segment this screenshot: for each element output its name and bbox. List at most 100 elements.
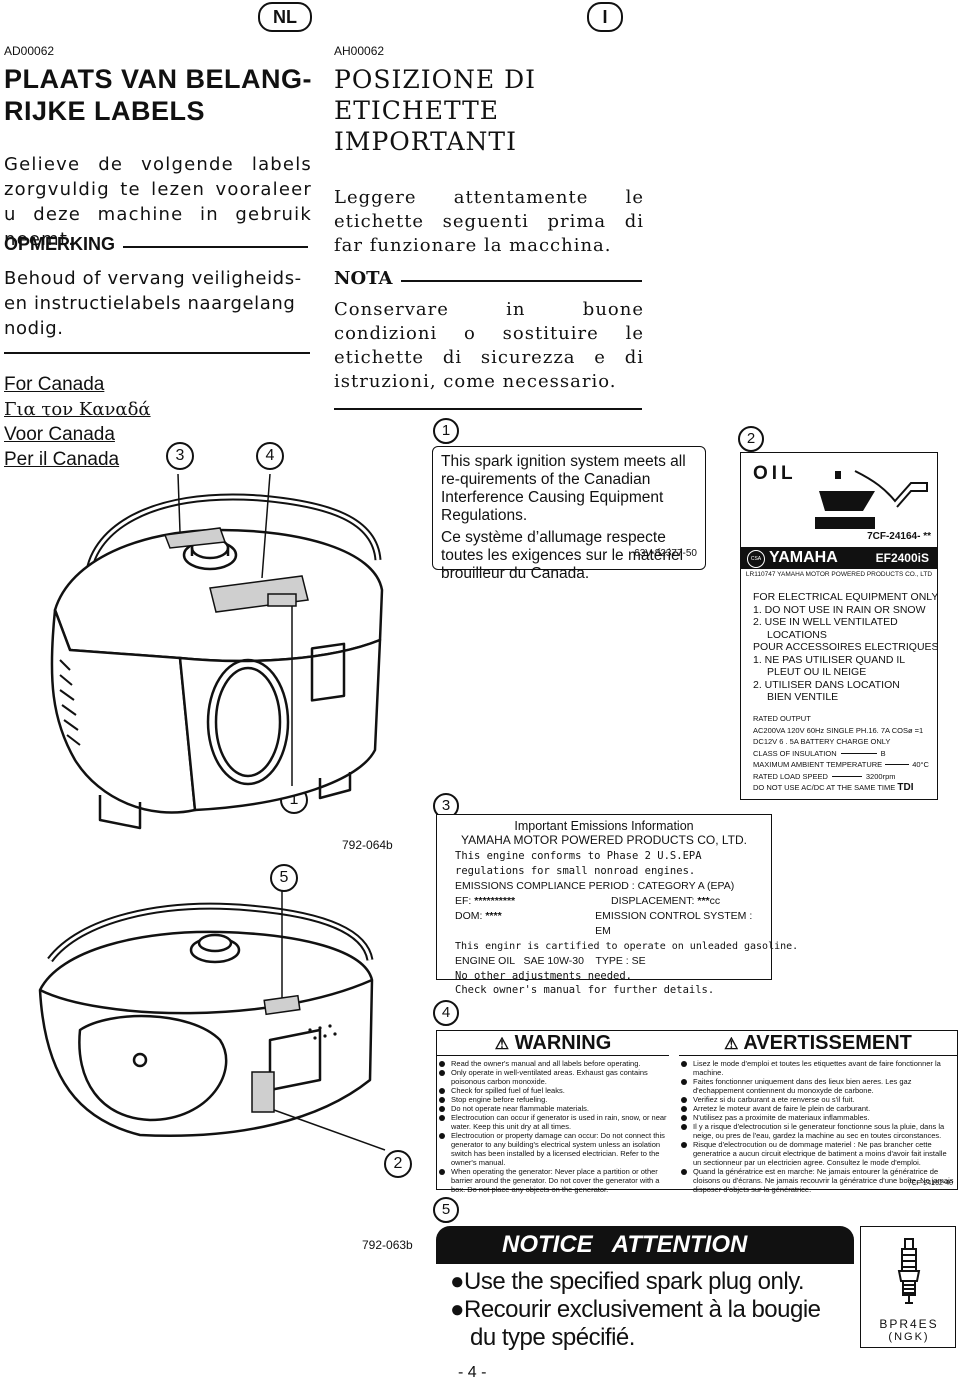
label-3-disp-unit: cc: [709, 895, 721, 907]
csa-logo-icon: CSA: [747, 550, 765, 568]
label-3-manual: Check owner's manual for further details…: [455, 984, 715, 996]
label-4-en-item: When operating the generator: Never plac…: [437, 1167, 669, 1194]
label-3-title: Important Emissions Information: [514, 819, 694, 833]
figure-code-bottom: 792-063b: [362, 1238, 413, 1252]
nl-title-line-1: PLAATS VAN BELANG-: [4, 64, 312, 94]
nl-section-title: PLAATS VAN BELANG- RIJKE LABELS: [4, 63, 314, 127]
label-2-line-3: 2. USE IN WELL VENTILATED: [753, 616, 898, 628]
label-1-code: 63V-82377-50: [634, 548, 697, 559]
label-2-dc: DC12V 6 . 5A BATTERY CHARGE ONLY: [753, 737, 891, 746]
label-2-line-8: 2. UTILISER DANS LOCATION: [753, 678, 900, 691]
label-2-class-value: B: [880, 748, 886, 758]
label-4-en-item: Stop engine before refueling.: [437, 1095, 669, 1104]
callout-3-top: 3: [166, 442, 194, 470]
bullet-icon: ●: [450, 1296, 465, 1323]
lang-marker-it: I: [587, 2, 623, 32]
canada-it: Per il Canada: [4, 449, 120, 470]
label-3-ef-value: **********: [474, 895, 516, 907]
it-section-title: POSIZIONE DI ETICHETTE IMPORTANTI: [334, 64, 634, 157]
label-2-speed-text: RATED LOAD SPEED: [753, 771, 828, 781]
canada-el: Για τον Καναδά: [4, 399, 151, 420]
label-4-fr-item: Lisez le mode d'emploi et toutes les eti…: [679, 1059, 955, 1077]
label-4-en-item: Check for spilled fuel of fuel leaks.: [437, 1086, 669, 1095]
label-4-en-item: Only operate in well-ventilated areas. E…: [437, 1068, 669, 1086]
label-2-line-2: 1. DO NOT USE IN RAIN OR SNOW: [753, 603, 926, 616]
label-3-adjust: No other adjustments needed.: [455, 970, 633, 982]
label-2-banner: CSA YAMAHA EF2400iS: [741, 547, 937, 569]
it-title-line-2: ETICHETTE: [334, 96, 500, 125]
label-4-fr-item: Il y a risque d'electrocution si le gene…: [679, 1122, 955, 1140]
figure-code-top: 792-064b: [342, 838, 393, 852]
label-2-oil: OIL: [753, 463, 797, 484]
label-3-dom-label: DOM:: [455, 910, 483, 922]
label-3-disp-value: ***: [697, 895, 710, 907]
nl-divider: [4, 352, 310, 354]
label-2-lr: LR110747 YAMAHA MOTOR POWERED PRODUCTS C…: [745, 571, 933, 578]
label-2-tdi: TDI: [897, 782, 914, 793]
label-3-emissions: EMISSIONS COMPLIANCE PERIOD : CATEGORY A…: [455, 880, 735, 892]
canada-en: For Canada: [4, 374, 105, 395]
warning-triangle-icon: ⚠: [724, 1036, 739, 1053]
label-3-disp-label: DISPLACEMENT:: [611, 895, 695, 907]
label-4-warning: ⚠ WARNING ⚠ AVERTISSEMENT Read the owner…: [436, 1030, 958, 1194]
label-2-line-5: POUR ACCESSOIRES ELECTRIQUES: [753, 641, 939, 653]
callout-2-label: 2: [738, 426, 764, 452]
label-3-oil: ENGINE OIL SAE 10W-30 TYPE : SE: [455, 955, 646, 967]
label-2-brand: YAMAHA: [769, 549, 838, 566]
label-4-fr-item: N'utilisez pas a proximite de materiaux …: [679, 1113, 955, 1122]
label-1-interference: This spark ignition system meets all re-…: [432, 446, 706, 582]
canada-nl: Voor Canada: [4, 424, 115, 445]
it-title-line-3: IMPORTANTI: [334, 127, 517, 156]
label-4-fr-item: Quand la génératrice est en marche: Ne j…: [679, 1167, 955, 1194]
generator-illustration-top: [50, 473, 384, 830]
it-title-line-1: POSIZIONE DI: [334, 65, 537, 94]
label-2-rating: OIL 7CF-24164- ** CSA YAMAHA EF2400iS LR…: [740, 452, 939, 800]
it-note-heading: NOTA: [334, 268, 642, 289]
label-2-line-7: PLEUT OU IL NEIGE: [767, 666, 867, 678]
label-5-line-2: ●Recourir exclusivement à la bougie: [450, 1296, 821, 1324]
label-2-acdc: DO NOT USE AC/DC AT THE SAME TIME TDI: [753, 782, 933, 794]
label-3-dom-value: ****: [485, 910, 502, 922]
label-2-temp-text: MAXIMUM AMBIENT TEMPERATURE: [753, 760, 883, 769]
nl-note-label: OPMERKING: [4, 234, 116, 254]
label-4-code: 7CF-24162-40: [907, 1180, 953, 1187]
label-3-ef-label: EF:: [455, 895, 472, 907]
it-divider: [334, 408, 642, 410]
callout-5-figure: 5: [270, 864, 298, 892]
it-note-text: Conservare in buone condizioni o sostitu…: [334, 299, 644, 392]
label-1-text-en: This spark ignition system meets all re-…: [441, 453, 686, 524]
label-4-en-item: Read the owner's manual and all labels b…: [437, 1059, 669, 1068]
label-4-fr-item: Verifiez si du carburant a ete renverse …: [679, 1095, 955, 1104]
label-4-fr-item: Risque d'electrocution ou de dommage mat…: [679, 1140, 955, 1167]
label-3-ecs: EMISSION CONTROL SYSTEM : EM: [595, 910, 753, 937]
oil-can-icon: [815, 470, 928, 529]
label-5-plug: BPR4ES: [879, 1317, 939, 1331]
warning-triangle-icon: ⚠: [494, 1036, 510, 1053]
label-2-ac: AC200VA 120V 60Hz SINGLE PH.16. 7A COSø …: [753, 725, 924, 735]
label-5-line-1-text: Use the specified spark plug only.: [464, 1268, 805, 1295]
label-2-part: 7CF-24164- **: [867, 531, 931, 542]
label-5-line-1: ●Use the specified spark plug only.: [450, 1268, 805, 1296]
spark-plug-icon: [897, 1238, 921, 1304]
label-5-header-text: NOTICE ATTENTION: [502, 1231, 748, 1258]
label-2-temp: MAXIMUM AMBIENT TEMPERATURE 40°C: [753, 759, 933, 771]
canada-labels: For Canada Για τον Καναδά Voor Canada Pe…: [4, 372, 151, 472]
lang-marker-nl: NL: [258, 2, 312, 32]
callout-1-label: 1: [433, 418, 459, 444]
callout-5-label: 5: [433, 1197, 459, 1223]
generator-illustration-bottom: [38, 890, 386, 1151]
label-3-conform: This engine conforms to Phase 2 U.S.EPA …: [455, 850, 702, 877]
label-3-dom-row: DOM: **** EMISSION CONTROL SYSTEM : EM: [455, 909, 753, 939]
label-1-text-fr: Ce système d’allumage respecte toutes le…: [441, 529, 684, 582]
label-4-fr-list: Lisez le mode d'emploi et toutes les eti…: [679, 1059, 955, 1194]
callout-2-figure: 2: [384, 1150, 412, 1178]
label-2-model: EF2400iS: [875, 551, 929, 565]
label-5-notice: NOTICE ATTENTION ●Use the specified spar…: [436, 1226, 956, 1351]
label-2-temp-value: 40°C: [912, 760, 929, 769]
bullet-icon: ●: [450, 1268, 465, 1295]
label-4-warning-header: ⚠ WARNING: [437, 1031, 669, 1056]
label-2-line-1: FOR ELECTRICAL EQUIPMENT ONLY: [753, 591, 939, 603]
label-2-line-4: LOCATIONS: [767, 628, 827, 641]
callout-4-top: 4: [256, 442, 284, 470]
